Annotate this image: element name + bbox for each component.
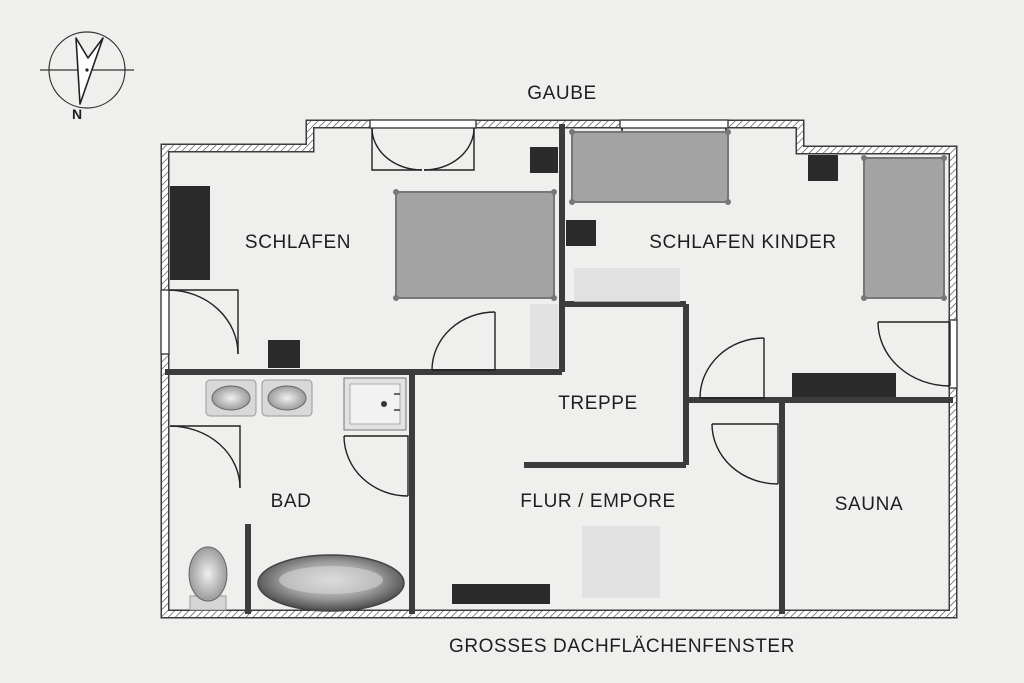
bedroom-label: SCHLAFEN: [244, 232, 352, 253]
stairs-label: TREPPE: [558, 393, 638, 414]
kids-bedroom-label: SCHLAFEN KINDER: [649, 232, 837, 253]
interior-walls: [165, 124, 953, 614]
furniture: [170, 147, 896, 604]
wardrobe: [170, 186, 210, 280]
kids-bed-right: [863, 157, 945, 299]
nightstand: [268, 340, 300, 368]
bathroom-label: BAD: [270, 491, 312, 512]
compass: [40, 31, 134, 109]
skylight-label: GROSSES DACHFLÄCHENFENSTER: [448, 636, 796, 657]
north-label: N: [71, 106, 83, 122]
hall-cabinet: [452, 584, 550, 604]
sauna-bench: [792, 373, 896, 397]
toilet: [188, 546, 228, 602]
nightstand: [566, 220, 596, 246]
sauna-label: SAUNA: [834, 494, 904, 515]
double-bed: [395, 191, 555, 299]
outer-walls: [160, 119, 958, 619]
beds: [395, 131, 945, 299]
windows: [160, 119, 958, 389]
nightstand: [530, 147, 558, 173]
kids-bed-top: [571, 131, 729, 203]
hallway-label: FLUR / EMPORE: [520, 491, 676, 512]
nightstand: [808, 155, 838, 181]
bathroom-fixtures: [188, 377, 407, 612]
dormer-label: GAUBE: [527, 83, 597, 104]
